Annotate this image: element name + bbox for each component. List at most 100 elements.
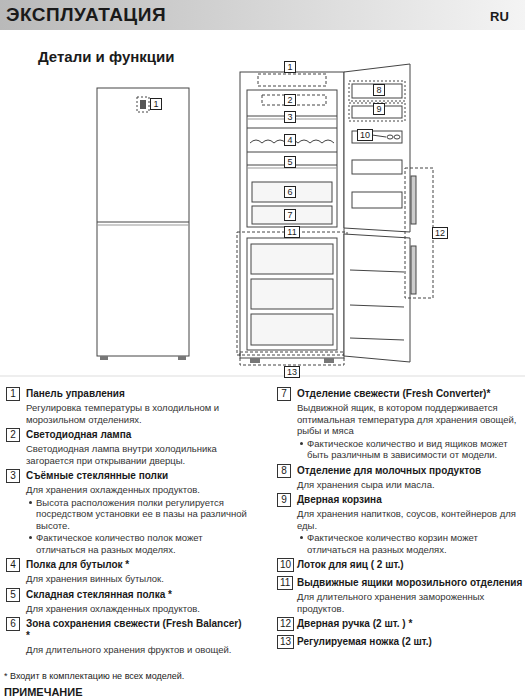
number-text: 7: [287, 210, 292, 220]
item-heading: Лоток для яиц ( 2 шт.): [297, 559, 523, 571]
list-item: Зона сохранения свежести (Fresh Balancer…: [26, 618, 248, 656]
foot: [324, 358, 334, 363]
door-bin: [352, 160, 402, 174]
item-description: Для хранения охлажденных продуктов.: [26, 484, 248, 496]
item-note: Фактическое количество и вид ящиков може…: [297, 438, 523, 461]
item-heading: Складная стеклянная полка *: [26, 589, 248, 601]
number-text: 3: [287, 112, 292, 122]
item-description: Для хранения напитков, соусов, контейнер…: [297, 508, 523, 531]
item-number: 2: [6, 428, 20, 442]
item-text: Для хранения охлажденных продуктов.: [26, 484, 200, 495]
callout-number: 2: [284, 94, 296, 106]
item-text: Светодиодная лампа: [26, 429, 131, 440]
callout-number: 11: [284, 226, 299, 238]
number-text: 11: [280, 577, 290, 588]
item-description: Регулировка температуры в холодильном и …: [26, 402, 248, 425]
note-heading: ПРИМЕЧАНИЕ: [4, 686, 83, 698]
door-shelf: [350, 270, 404, 272]
control-panel: [140, 100, 146, 109]
language-code: RU: [490, 9, 509, 24]
bullet-dot: [300, 442, 303, 445]
item-text: Полка для бутылок *: [26, 559, 129, 570]
number-text: 3: [10, 470, 16, 481]
item-heading: Отделение свежести (Fresh Converter)*: [297, 388, 523, 400]
glass-shelf: [247, 128, 337, 129]
number-text: 9: [281, 494, 287, 505]
callout-number: 7: [284, 209, 296, 221]
list-item: Светодиодная лампаСветодиодная лампа вну…: [26, 429, 248, 466]
list-item: Отделение свежести (Fresh Converter)* Выд…: [297, 388, 523, 461]
dashed-frame: [405, 168, 433, 298]
item-number: 10: [277, 558, 294, 572]
callout-number: 12: [432, 227, 448, 239]
list-item: Отделение для молочных продуктовДля хран…: [297, 465, 523, 491]
item-text: Высота расположения полки регулируется п…: [36, 497, 247, 531]
number-text: 6: [10, 618, 16, 629]
item-text: Для длительного хранения фруктов и овоще…: [26, 644, 231, 655]
number-text: 13: [287, 367, 297, 377]
item-number: 11: [277, 576, 293, 590]
item-text: Складная стеклянная полка *: [26, 589, 172, 600]
foot: [100, 356, 108, 360]
item-description: Для хранения охлажденных продуктов.: [26, 603, 248, 615]
item-text: Выдвижной ящик, в котором поддерживается…: [297, 402, 516, 436]
dashed-frame: [137, 97, 149, 112]
egg-slot: [387, 135, 393, 139]
item-text: Регулировка температуры в холодильном и …: [26, 402, 219, 425]
item-text: Фактическое количество корзин может отли…: [307, 532, 478, 555]
item-number: 5: [6, 588, 20, 602]
item-description: Для хранения винных бутылок.: [26, 573, 248, 585]
number-text: 2: [10, 429, 16, 440]
fresh-drawer: [252, 206, 332, 224]
dashed-frame: [258, 74, 326, 86]
dashed-frame: [349, 81, 405, 101]
callout-number: 10: [357, 129, 373, 141]
item-text: Для длительного хранения замороженных пр…: [297, 591, 484, 614]
number-text: 2: [287, 95, 292, 105]
callout-number: 6: [284, 186, 296, 198]
item-number: 8: [277, 464, 291, 478]
door-bin: [352, 192, 402, 208]
cabinet: [240, 72, 344, 358]
item-text: Панель управления: [26, 388, 125, 399]
callout-number: 4: [284, 134, 296, 146]
item-heading: Полка для бутылок *: [26, 559, 248, 571]
item-heading: Отделение для молочных продуктов: [297, 465, 523, 477]
item-heading: Панель управления: [26, 388, 248, 400]
callout-number: 13: [284, 366, 300, 378]
item-number: 4: [6, 558, 20, 572]
number-text: 1: [287, 62, 292, 72]
callout-number: 9: [373, 103, 385, 115]
item-text: Регулируемая ножка (2 шт.): [297, 636, 432, 647]
freezer-door: [344, 234, 410, 362]
callout-number: 1: [284, 61, 296, 73]
item-text: Съёмные стеклянные полки: [26, 470, 168, 481]
fridge-compartment: [247, 90, 337, 227]
item-number: 9: [277, 493, 291, 507]
item-heading: Регулируемая ножка (2 шт.): [297, 636, 523, 648]
item-heading: Светодиодная лампа: [26, 429, 248, 441]
item-heading: Дверная корзина: [297, 494, 523, 506]
dairy-compartment: [352, 84, 402, 98]
item-text: Лоток для яиц ( 2 шт.): [297, 559, 404, 570]
number-text: 9: [376, 104, 381, 114]
item-heading: Выдвижные ящики морозильного отделения: [297, 577, 523, 589]
item-note: Фактическое количество корзин может отли…: [297, 532, 523, 555]
item-text: Дверная ручка (2 шт. ) *: [297, 618, 412, 629]
bullet-dot: [29, 536, 32, 539]
item-number: 1: [6, 387, 20, 401]
door-handle: [411, 246, 416, 294]
number-text: 1: [10, 388, 16, 399]
number-text: 8: [281, 465, 287, 476]
callout-number: 5: [284, 156, 296, 168]
item-description: Для хранения сыра или масла.: [297, 479, 523, 491]
list-item: Полка для бутылок * Для хранения винных б…: [26, 559, 248, 585]
item-text: Для хранения винных бутылок.: [26, 573, 164, 584]
item-description: Светодиодная лампа внутри холодильника з…: [26, 443, 248, 466]
number-text: 12: [280, 618, 291, 629]
item-text: Для хранения охлажденных продуктов.: [26, 603, 200, 614]
number-text: 10: [280, 559, 291, 570]
number-text: 7: [281, 388, 287, 399]
item-text: Для хранения сыра или масла.: [297, 479, 435, 490]
